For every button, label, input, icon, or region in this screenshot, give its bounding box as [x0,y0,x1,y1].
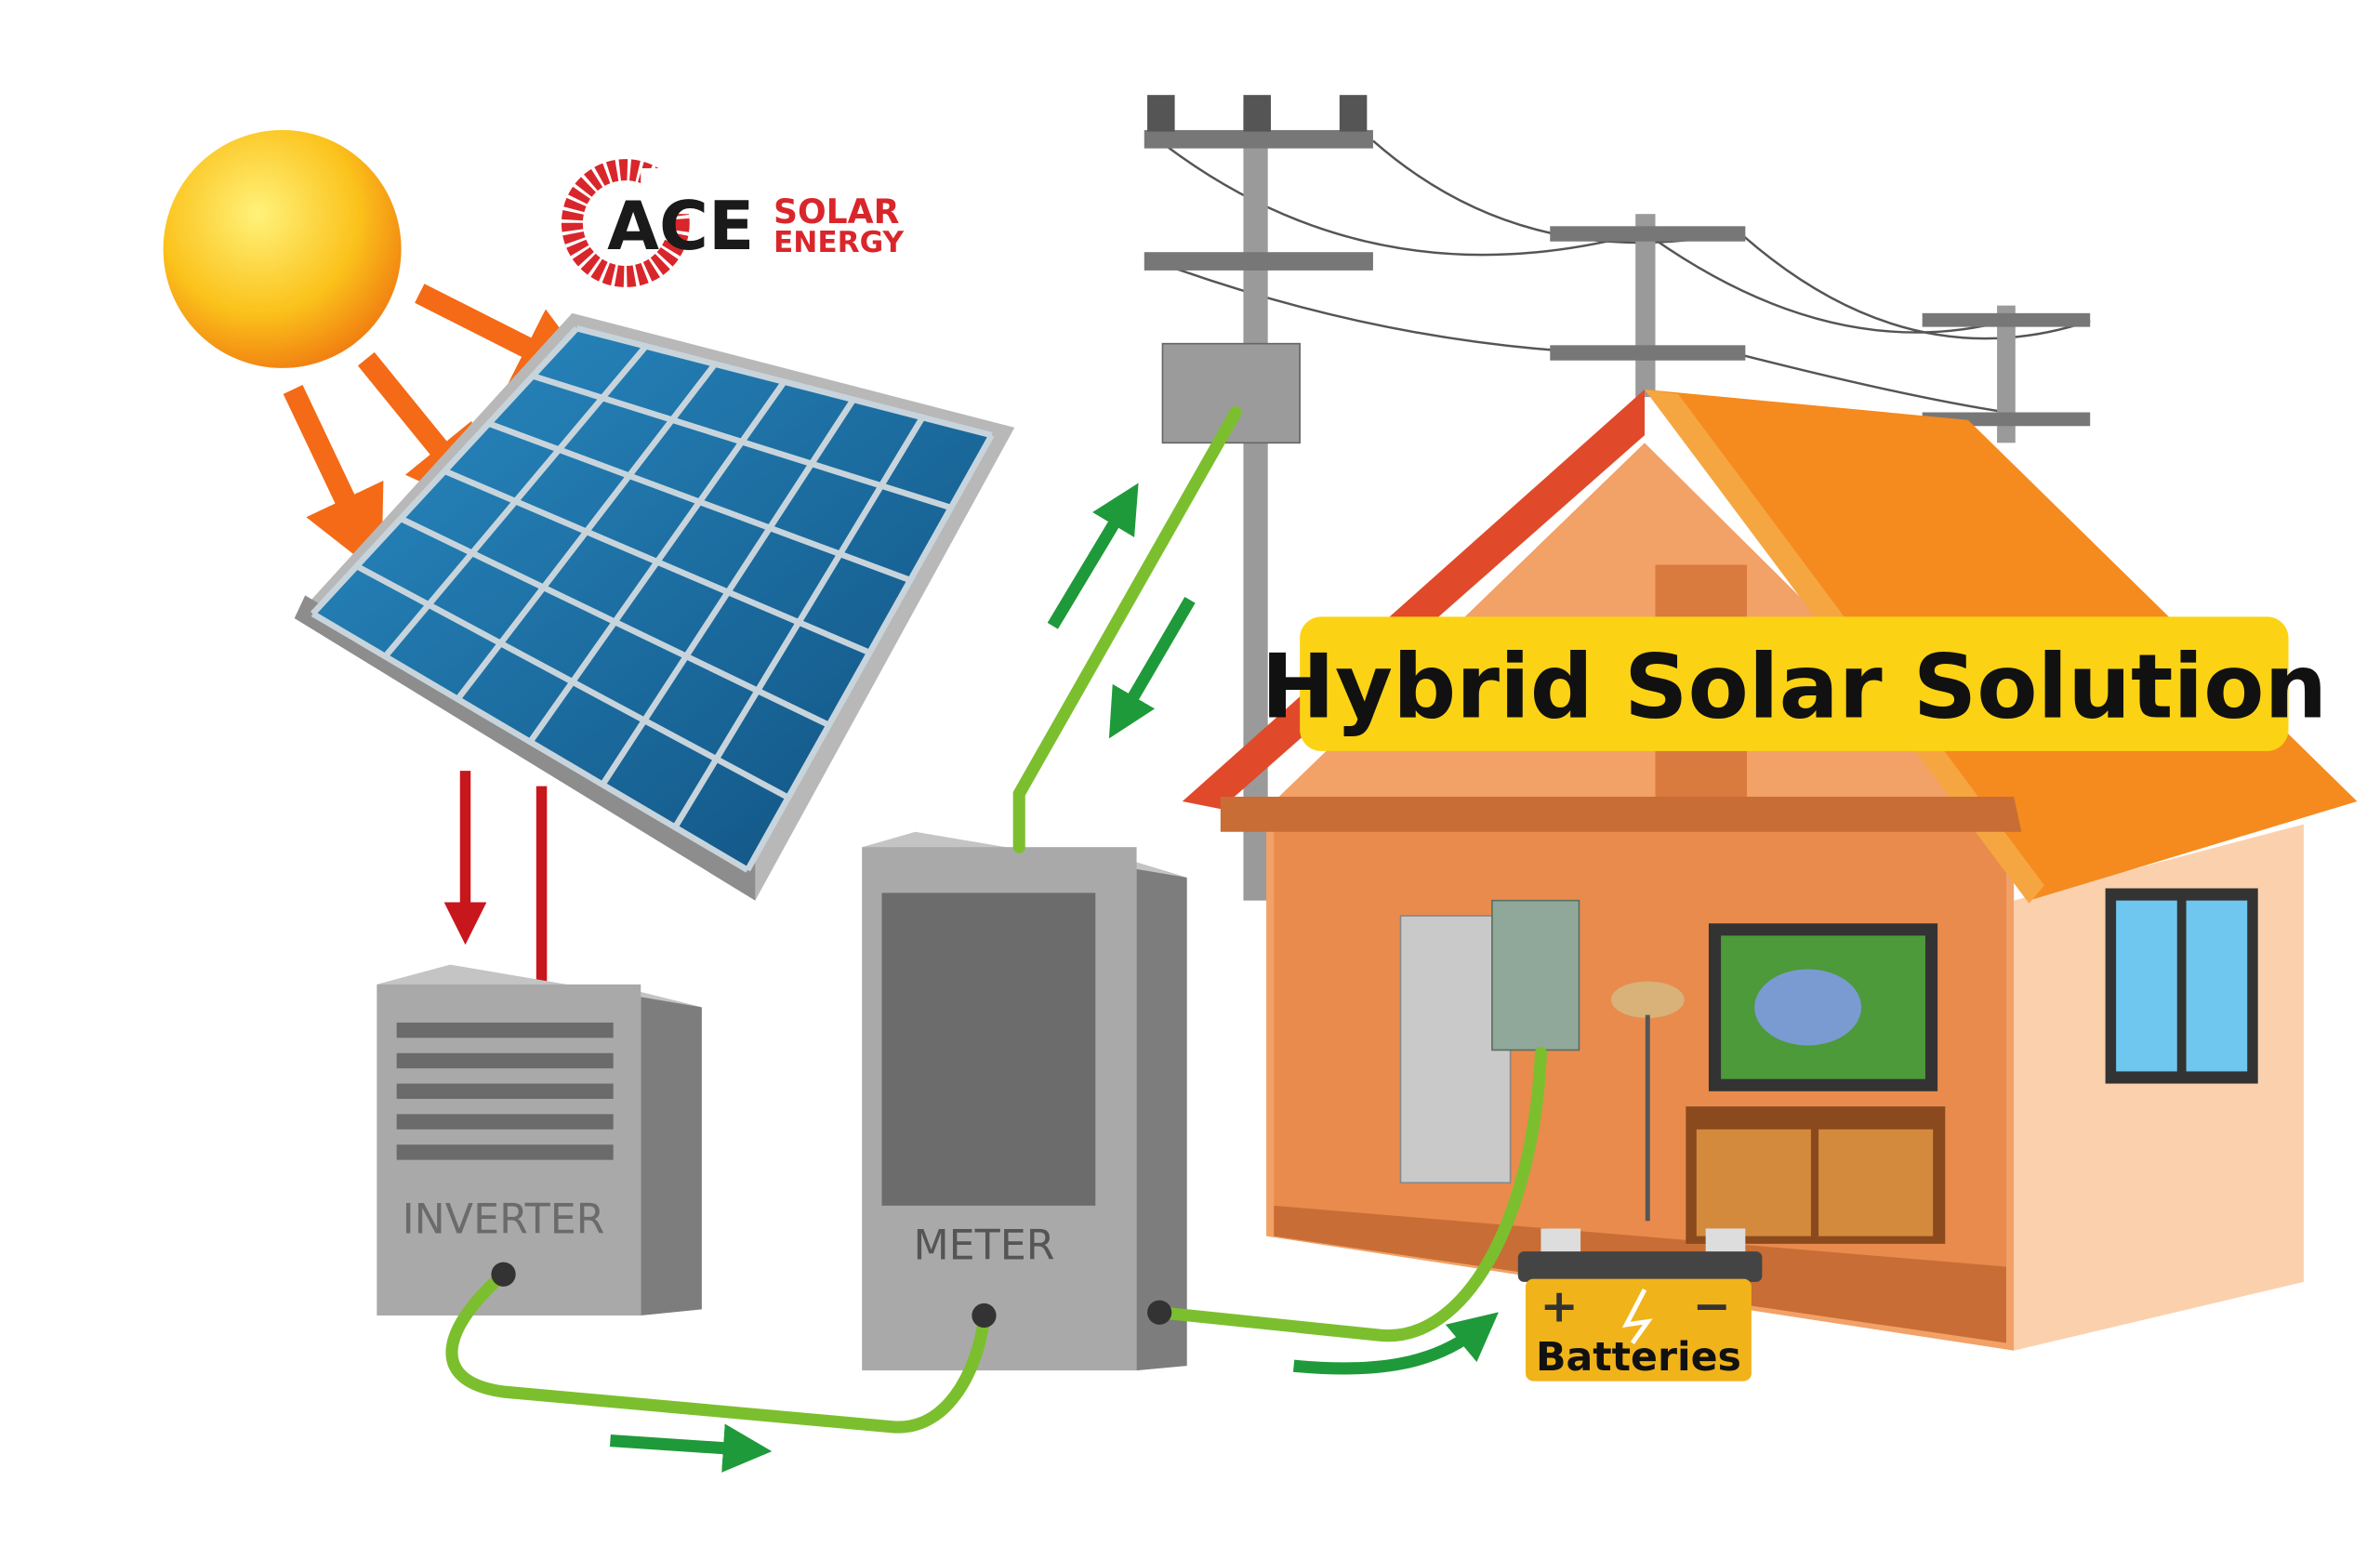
utility-poles [1144,95,2091,901]
meter: METER [862,831,1187,1371]
cables [445,405,1547,1434]
svg-text:+: + [1540,1279,1579,1333]
logo-mark: ACE [607,188,754,266]
title-banner: Hybrid Solar Solution [1261,616,2327,751]
panel-grid-line [575,325,993,439]
distribution-box [1491,899,1580,1051]
svg-text:SOLAR: SOLAR [774,192,900,231]
meter-label: METER [913,1222,1054,1269]
svg-text:ENERGY: ENERGY [774,226,905,259]
ace-solar-logo: ACE SOLAR ENERGY [561,159,905,287]
panel-grid-line [672,416,926,829]
diagram-title: Hybrid Solar Solution [1261,637,2327,739]
solar-panel [294,312,1015,901]
inverter-label: INVERTER [403,1196,605,1243]
house [1182,389,2358,1351]
inverter: INVERTER [377,964,702,1315]
battery-icon: + − Batteries [1517,1228,1763,1382]
batteries-label: Batteries [1536,1334,1741,1381]
sun-icon [163,129,402,368]
energy-flow-arrows [609,483,1499,1473]
panel-grid-line [745,433,995,872]
svg-text:−: − [1693,1279,1731,1333]
